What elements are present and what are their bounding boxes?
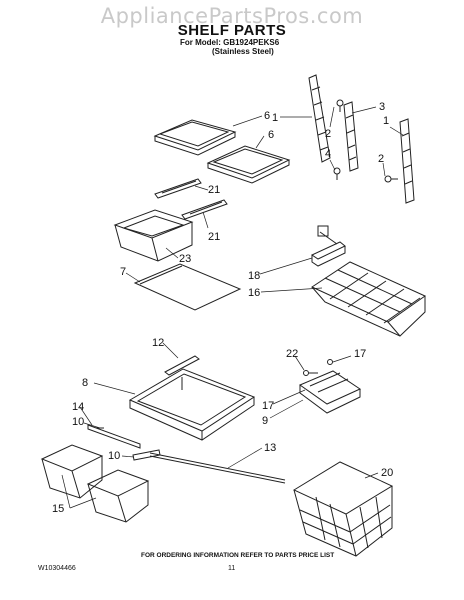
callout-21-lower: 21 (208, 231, 220, 243)
callout-21-upper: 21 (208, 184, 220, 196)
crisper-drawer (113, 209, 194, 262)
basket-rail (310, 225, 346, 267)
pan-left (40, 444, 104, 499)
callout-14: 14 (72, 401, 84, 413)
crisper-cover-glass (133, 263, 242, 311)
wire-basket-upper (310, 261, 427, 337)
shelf-ladder-right (399, 118, 415, 204)
glass-shelf-upper (153, 119, 237, 156)
callout-7: 7 (120, 266, 126, 278)
callout-8: 8 (82, 377, 88, 389)
callout-16: 16 (248, 287, 260, 299)
ordering-note: FOR ORDERING INFORMATION REFER TO PARTS … (141, 552, 335, 559)
callout-1-left: 1 (272, 112, 278, 124)
callout-2-left: 2 (325, 128, 331, 140)
callout-18: 18 (248, 270, 260, 282)
finish-line: (Stainless Steel) (212, 47, 274, 56)
crisper-shelf-frame (128, 355, 256, 441)
drawer-slide-upper (154, 178, 202, 199)
callout-20: 20 (381, 467, 393, 479)
callout-4: 4 (325, 148, 331, 160)
slide-bracket (298, 359, 362, 414)
callout-10-right: 10 (108, 450, 120, 462)
callout-17-upper: 17 (354, 348, 366, 360)
callout-17-lower: 17 (262, 400, 274, 412)
callout-6-lower: 6 (268, 129, 274, 141)
callout-22: 22 (286, 348, 298, 360)
callout-10-left: 10 (72, 416, 84, 428)
drawer-slide-lower (181, 199, 228, 220)
shelf-ladder-left (308, 74, 331, 163)
leader-lines (61, 106, 404, 509)
page-title: SHELF PARTS (177, 22, 287, 39)
model-line: For Model: GB1924PEKS6 (180, 38, 280, 47)
divider-rod (149, 452, 286, 484)
callout-13: 13 (264, 442, 276, 454)
screws (333, 99, 398, 183)
callout-9: 9 (262, 415, 268, 427)
callout-3: 3 (379, 101, 385, 113)
watermark: AppliancePartsPros.com (100, 4, 364, 28)
callout-6-upper: 6 (264, 110, 270, 122)
callout-15: 15 (52, 503, 64, 515)
page-number: 11 (228, 565, 236, 572)
shelf-ladder-center (343, 101, 359, 172)
wire-basket-lower (292, 461, 394, 557)
callout-23: 23 (179, 253, 191, 265)
callout-12: 12 (152, 337, 164, 349)
callout-1-right: 1 (383, 115, 389, 127)
document-number: W10304466 (38, 565, 76, 572)
glass-shelf-lower (206, 145, 291, 184)
callout-2-right: 2 (378, 153, 384, 165)
pan-right (86, 469, 150, 523)
